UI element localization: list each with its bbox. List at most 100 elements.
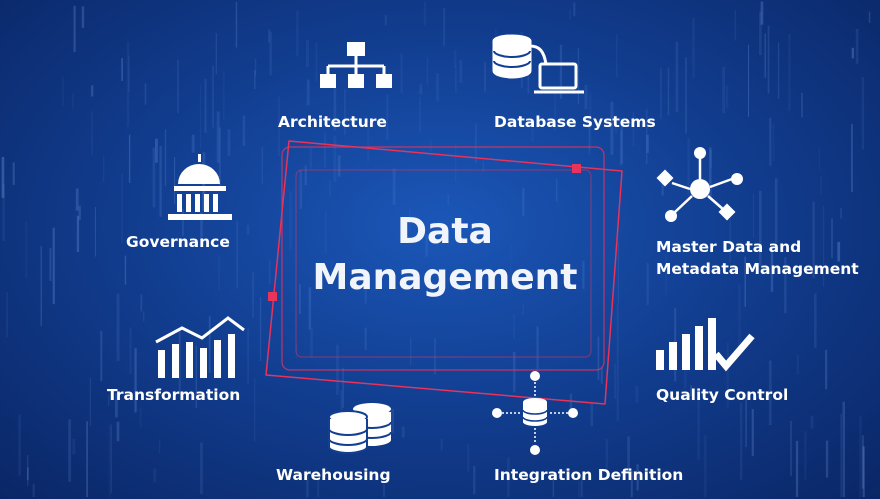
data-streak <box>855 28 859 64</box>
data-streak <box>582 260 585 289</box>
data-streak <box>429 139 432 151</box>
data-streak <box>6 292 8 338</box>
data-streak <box>862 446 865 497</box>
data-streak <box>242 115 246 147</box>
data-streak <box>616 304 619 368</box>
database-laptop-icon <box>492 34 584 94</box>
data-streak <box>40 246 42 327</box>
data-streak <box>129 327 132 375</box>
data-streak <box>236 220 238 289</box>
data-streak <box>400 53 403 94</box>
data-streak <box>159 145 162 217</box>
data-streak <box>103 156 105 182</box>
data-streak <box>837 241 841 262</box>
data-streak <box>419 96 421 133</box>
data-streak <box>436 73 439 102</box>
data-streak <box>309 147 312 169</box>
data-streak <box>620 118 624 164</box>
data-streak <box>144 83 147 105</box>
data-streak <box>235 1 238 48</box>
data-streak <box>246 224 250 235</box>
data-streak <box>745 398 747 448</box>
data-streak <box>164 129 167 186</box>
data-streak <box>703 435 707 497</box>
data-streak <box>212 65 214 128</box>
data-streak <box>751 409 754 457</box>
node-integration-definition-label: Integration Definition <box>494 466 684 484</box>
data-streak <box>795 440 799 497</box>
data-streak <box>218 127 221 187</box>
data-streak <box>760 1 764 25</box>
data-streak <box>536 326 539 369</box>
data-streak <box>709 147 712 198</box>
data-streak <box>410 337 412 366</box>
data-streak <box>630 471 633 497</box>
data-streak <box>174 157 176 205</box>
data-streak <box>124 255 127 285</box>
data-streak <box>620 130 622 166</box>
data-streak <box>128 56 130 92</box>
node-architecture-label: Architecture <box>278 113 387 131</box>
node-master-data-label-line1: Master Data and <box>656 238 802 256</box>
node-governance-label: Governance <box>126 233 230 251</box>
data-streak <box>90 85 94 97</box>
data-streak <box>459 60 463 84</box>
data-streak <box>513 314 515 339</box>
data-streak <box>108 423 111 497</box>
data-streak <box>660 67 662 120</box>
data-streak <box>121 58 123 81</box>
data-streak <box>861 76 865 150</box>
data-streak <box>18 414 21 476</box>
data-streak <box>247 328 249 384</box>
data-streak <box>52 227 55 305</box>
data-streak <box>474 123 477 164</box>
node-transformation-label: Transformation <box>107 386 241 404</box>
data-streak <box>86 421 88 497</box>
data-streak <box>208 316 211 373</box>
data-streak <box>384 14 387 26</box>
data-streak <box>73 5 76 52</box>
data-streak <box>32 483 35 497</box>
data-streak <box>143 311 145 322</box>
node-quality-control-label: Quality Control <box>656 386 789 404</box>
data-streak <box>512 352 516 393</box>
data-streak <box>317 479 320 497</box>
node-master-data-label-line2: Metadata Management <box>656 260 859 278</box>
data-streak <box>722 66 725 114</box>
data-streak <box>299 169 303 209</box>
data-streak <box>126 41 130 128</box>
data-streak <box>299 284 301 314</box>
data-streak <box>840 413 842 497</box>
data-streak <box>268 29 270 43</box>
data-streak <box>296 10 299 57</box>
data-streak <box>409 208 411 231</box>
data-streak <box>177 59 179 114</box>
data-streak <box>140 294 143 312</box>
data-streak <box>697 397 700 460</box>
data-streak <box>455 142 457 183</box>
data-streak <box>710 149 712 168</box>
data-streak <box>254 58 257 76</box>
data-streak <box>27 467 29 481</box>
data-streak <box>304 165 307 186</box>
node-warehousing-label: Warehousing <box>276 466 391 484</box>
data-streak <box>261 146 263 184</box>
data-streak <box>588 92 592 151</box>
data-streak <box>646 263 649 306</box>
data-streak <box>128 134 131 183</box>
data-streak <box>614 363 616 399</box>
data-streak <box>268 260 271 284</box>
data-streak <box>615 122 617 134</box>
data-streak <box>734 9 737 41</box>
data-streak <box>364 289 367 304</box>
data-streak <box>329 179 331 197</box>
data-streak <box>344 89 346 135</box>
title-line1: Data <box>397 211 493 252</box>
data-streak <box>121 173 123 243</box>
data-streak <box>569 393 573 413</box>
data-streak <box>333 84 337 131</box>
title-line2: Management <box>312 257 578 298</box>
data-streak <box>753 193 754 238</box>
data-streak <box>784 257 787 314</box>
